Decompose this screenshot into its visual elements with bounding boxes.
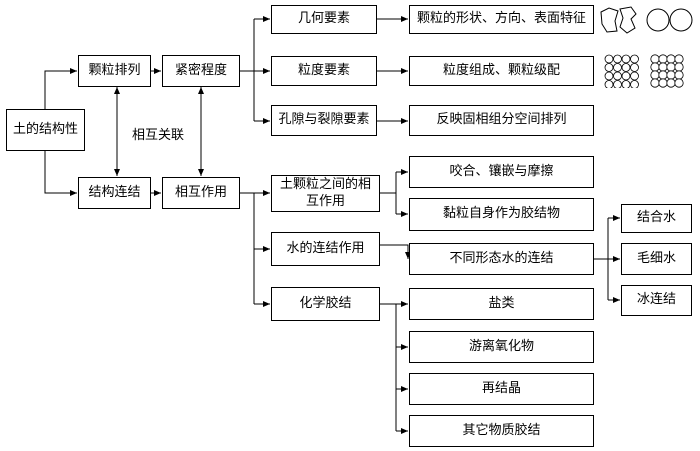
dense-packing-icon: [650, 54, 684, 88]
water-states-node: 不同形态水的连结: [409, 243, 594, 275]
recrystallization-node: 再结晶: [409, 373, 594, 405]
packing-grain: [658, 54, 668, 64]
packing-grain: [650, 78, 660, 88]
packing-grain: [613, 54, 622, 64]
packing-grain: [666, 62, 676, 72]
packing-grain: [650, 70, 660, 80]
geometry-node: 几何要素: [271, 5, 377, 34]
pores-desc-node: 反映固相组分空间排列: [409, 105, 594, 136]
packing-grain: [658, 70, 668, 80]
density-node: 紧密程度: [162, 55, 240, 87]
packing-grain: [674, 54, 684, 64]
packing-grain: [666, 78, 676, 88]
gradation-node: 粒度要素: [271, 56, 377, 86]
packing-grain: [658, 78, 668, 88]
particle-interaction-node: 土颗粒之间的相互作用: [271, 175, 380, 212]
packing-grain: [658, 62, 668, 72]
free-oxides-node: 游离氧化物: [409, 331, 594, 363]
packing-grain: [674, 62, 684, 72]
bound-water-node: 结合水: [621, 204, 692, 233]
packing-grain: [621, 80, 631, 88]
packing-grain: [621, 54, 631, 64]
packing-grain: [630, 71, 639, 81]
packing-grain: [666, 70, 676, 80]
salts-node: 盐类: [409, 288, 594, 320]
packing-grain: [674, 70, 684, 80]
water-connection-node: 水的连结作用: [271, 232, 380, 266]
packing-grain: [604, 80, 614, 88]
packing-grain: [630, 80, 639, 88]
packing-grain: [613, 63, 622, 72]
round-grains-icon: [646, 8, 693, 32]
interaction-node: 相互作用: [162, 177, 240, 209]
pores-node: 孔隙与裂隙要素: [271, 105, 377, 136]
loose-packing-icon: [604, 54, 639, 88]
other-cements-node: 其它物质胶结: [409, 415, 594, 447]
angular-grains-icon: [600, 6, 637, 34]
connection-node: 结构连结: [78, 177, 151, 209]
packing-grain: [613, 80, 622, 88]
interlock-node: 咬合、镶嵌与摩擦: [409, 156, 594, 188]
packing-grain: [650, 62, 660, 72]
packing-grain: [650, 54, 660, 64]
packing-grain: [621, 71, 631, 81]
packing-grain: [613, 71, 622, 81]
gradation-desc-node: 粒度组成、颗粒级配: [409, 56, 594, 86]
packing-grain: [630, 54, 639, 64]
clay-cement-node: 黏粒自身作为胶结物: [409, 198, 594, 231]
packing-grain: [604, 71, 614, 81]
arrangement-node: 颗粒排列: [78, 55, 151, 87]
capillary-water-node: 毛细水: [621, 243, 692, 275]
packing-grain: [674, 78, 684, 88]
packing-grain: [604, 54, 614, 64]
chemical-cement-node: 化学胶结: [271, 287, 380, 321]
packing-grain: [621, 63, 631, 72]
packing-grain: [630, 63, 639, 72]
geometry-desc-node: 颗粒的形状、方向、表面特征: [409, 5, 594, 34]
packing-grain: [604, 63, 614, 72]
mutual-relation-label: 相互关联: [132, 128, 185, 143]
root-node: 土的结构性: [6, 109, 85, 151]
packing-grain: [666, 54, 676, 64]
ice-connection-node: 冰连结: [621, 285, 692, 316]
